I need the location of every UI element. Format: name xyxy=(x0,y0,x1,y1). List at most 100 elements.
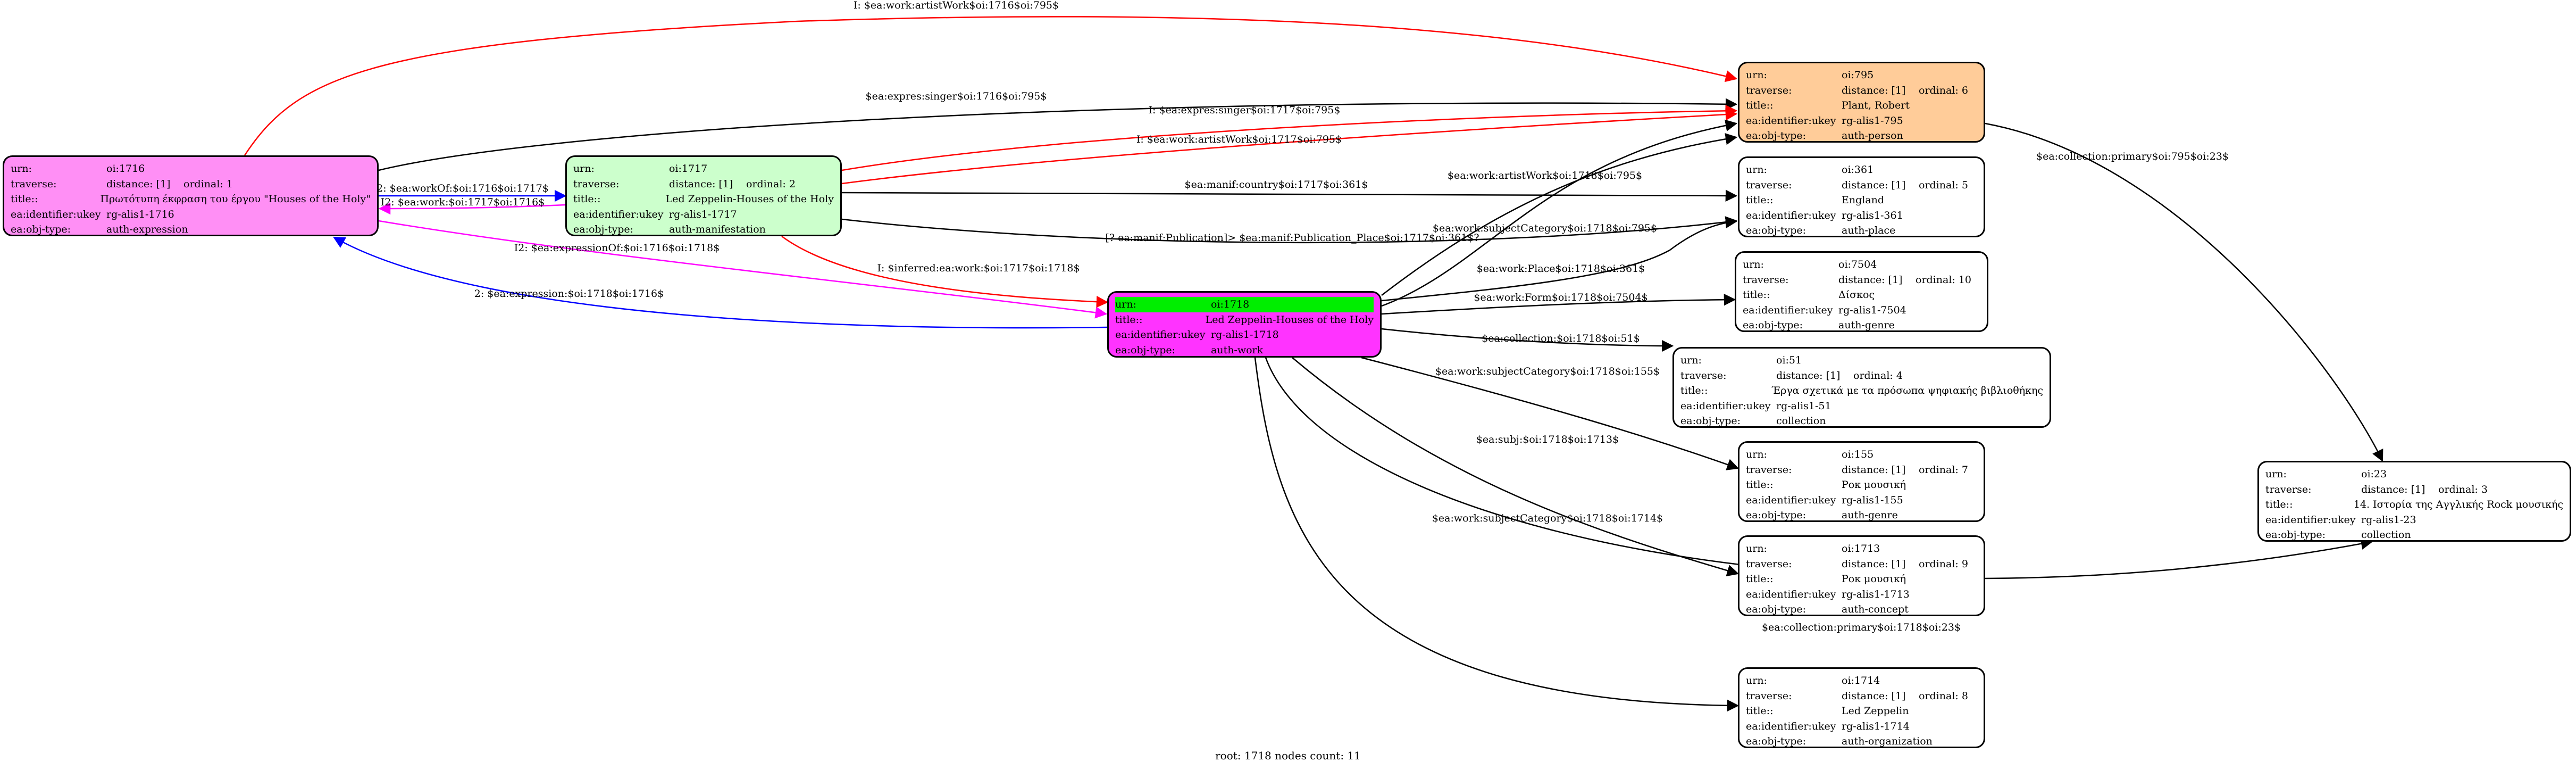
field-key: ea:obj-type: xyxy=(573,223,634,235)
field-key: title:: xyxy=(1746,100,1774,111)
node-row: traverse:distance: [1]ordinal: 5 xyxy=(1746,178,1977,193)
node-row: urn:oi:7504 xyxy=(1743,257,1980,272)
edge-label: $ea:work:Form$oi:1718$oi:7504$ xyxy=(1474,292,1647,303)
field-key: ea:obj-type: xyxy=(1680,415,1741,427)
field-key: ea:obj-type: xyxy=(1746,735,1806,747)
field-value: rg-alis1-7504 xyxy=(1838,304,1906,316)
edge-line xyxy=(378,202,566,215)
field-value: rg-alis1-1718 xyxy=(1211,329,1279,341)
field-key: title:: xyxy=(573,193,601,205)
field-key: ea:identifier:ukey xyxy=(1746,720,1836,732)
edge-line xyxy=(1254,357,1739,712)
field-key: title:: xyxy=(2265,499,2293,510)
edge-label: 2: $ea:workOf:$oi:1716$oi:1717$ xyxy=(377,183,549,194)
edge-line xyxy=(1381,293,1736,315)
edge-label: $ea:manif:country$oi:1717$oi:361$ xyxy=(1185,179,1368,191)
field-value: auth-organization xyxy=(1842,735,1933,747)
edge-line xyxy=(841,216,1738,244)
field-value: oi:1717 xyxy=(669,163,708,175)
field-key: title:: xyxy=(1743,289,1770,301)
field-key: urn: xyxy=(573,163,595,175)
field-key: traverse: xyxy=(573,178,620,190)
field-key: urn: xyxy=(1743,259,1764,270)
field-key: ea:identifier:ukey xyxy=(1746,209,1836,221)
field-value: England xyxy=(1842,194,1885,206)
node-row: urn:oi:51 xyxy=(1680,353,2043,368)
node-row: traverse:distance: [1]ordinal: 8 xyxy=(1746,689,1977,704)
edge-line xyxy=(841,189,1738,202)
field-value: oi:51 xyxy=(1776,354,1802,366)
field-value: oi:23 xyxy=(2361,468,2387,480)
field-ordinal: ordinal: 8 xyxy=(1919,690,1968,702)
node-row: ea:obj-type:auth-person xyxy=(1746,128,1977,141)
field-value: rg-alis1-1717 xyxy=(669,208,737,220)
field-value: rg-alis1-361 xyxy=(1842,209,1903,221)
field-value: oi:155 xyxy=(1842,449,1874,460)
field-key: ea:obj-type: xyxy=(11,223,71,235)
field-value: rg-alis1-51 xyxy=(1776,400,1831,412)
field-value: distance: [1] xyxy=(1776,369,1841,382)
edge-label: $ea:work:Place$oi:1718$oi:361$ xyxy=(1477,263,1645,275)
field-key: ea:obj-type: xyxy=(1115,344,1176,356)
field-key: title:: xyxy=(1746,479,1774,491)
field-key: traverse: xyxy=(1680,369,1727,382)
field-key: ea:obj-type: xyxy=(1746,509,1806,521)
field-value: Δίσκος xyxy=(1838,289,1875,301)
field-value: oi:1718 xyxy=(1211,299,1250,310)
field-key: ea:identifier:ukey xyxy=(11,208,101,220)
field-key: title:: xyxy=(1746,705,1774,717)
field-value: Led Zeppelin-Houses of the Holy xyxy=(665,193,834,205)
field-value: Έργα σχετικά με τα πρόσωπα ψηφιακής βιβλ… xyxy=(1771,385,2043,396)
field-ordinal: ordinal: 2 xyxy=(746,178,796,190)
edge-label: $ea:collection:$oi:1718$oi:51$ xyxy=(1482,333,1640,344)
node-row: ea:obj-type:collection xyxy=(2265,527,2563,540)
field-value: distance: [1] xyxy=(1842,690,1906,702)
field-value: Ροκ μουσική xyxy=(1842,479,1906,491)
field-value: distance: [1] xyxy=(1838,274,1903,286)
node-row: urn:oi:1716 xyxy=(11,161,371,177)
field-ordinal: ordinal: 7 xyxy=(1919,463,1968,476)
field-key: title:: xyxy=(1746,573,1774,585)
field-value: auth-genre xyxy=(1842,509,1898,521)
edge-line xyxy=(1292,357,1739,577)
field-value: auth-concept xyxy=(1842,603,1909,615)
field-value: rg-alis1-155 xyxy=(1842,494,1903,506)
field-value: auth-manifestation xyxy=(669,223,766,235)
field-value: Πρωτότυπη έκφραση του έργου "Houses of t… xyxy=(100,193,371,205)
node-row: traverse:distance: [1]ordinal: 7 xyxy=(1746,462,1977,478)
field-key: traverse: xyxy=(11,178,57,190)
node-row: ea:identifier:ukey rg-alis1-361 xyxy=(1746,208,1977,223)
field-value: distance: [1] xyxy=(1842,84,1906,96)
field-value: Ροκ μουσική xyxy=(1842,573,1906,585)
field-key: traverse: xyxy=(1746,463,1792,476)
edge-line xyxy=(1361,357,1739,470)
edge-label: $ea:work:artistWork$oi:1718$oi:795$ xyxy=(1448,170,1642,181)
node-row: ea:obj-type: auth-organization xyxy=(1746,734,1977,747)
edge-line xyxy=(781,235,1109,308)
field-key: urn: xyxy=(1746,675,1767,686)
edge-line xyxy=(333,236,1108,329)
field-value: oi:361 xyxy=(1842,164,1874,176)
field-value: auth-expression xyxy=(106,223,188,235)
edge-line xyxy=(841,105,1738,171)
field-key: title:: xyxy=(11,193,38,205)
field-value: auth-genre xyxy=(1838,319,1895,331)
field-value: rg-alis1-1714 xyxy=(1842,720,1910,732)
node-row: ea:obj-type: auth-expression xyxy=(11,222,371,235)
field-key: urn: xyxy=(1746,543,1767,554)
field-key: title:: xyxy=(1746,194,1774,206)
field-key: urn: xyxy=(11,163,32,175)
